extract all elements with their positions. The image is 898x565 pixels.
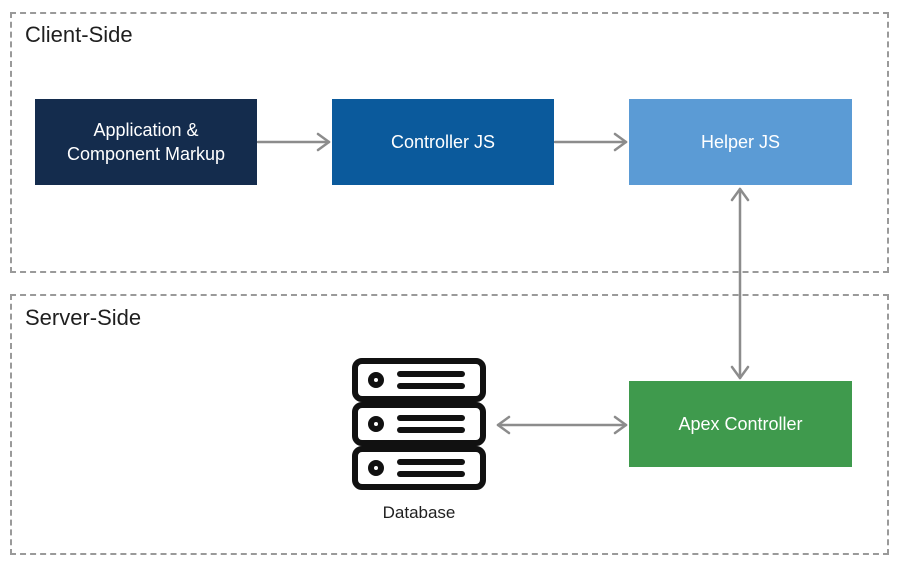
application-component-markup-node: Application & Component Markup (35, 99, 257, 185)
helper-js-node: Helper JS (629, 99, 852, 185)
apex-controller-label: Apex Controller (678, 414, 803, 434)
database-icon (352, 358, 486, 490)
server-side-region (10, 294, 889, 555)
database-label: Database (382, 503, 456, 522)
helper-js-label: Helper JS (700, 132, 781, 152)
server-side-label: Server-Side (25, 305, 142, 330)
client-side-label: Client-Side (25, 22, 133, 47)
application-component-markup-label: Application & Component Markup (66, 120, 226, 164)
controller-js-label: Controller JS (390, 132, 496, 152)
apex-controller-node: Apex Controller (629, 381, 852, 467)
controller-js-node: Controller JS (332, 99, 554, 185)
client-side-region (10, 12, 889, 273)
